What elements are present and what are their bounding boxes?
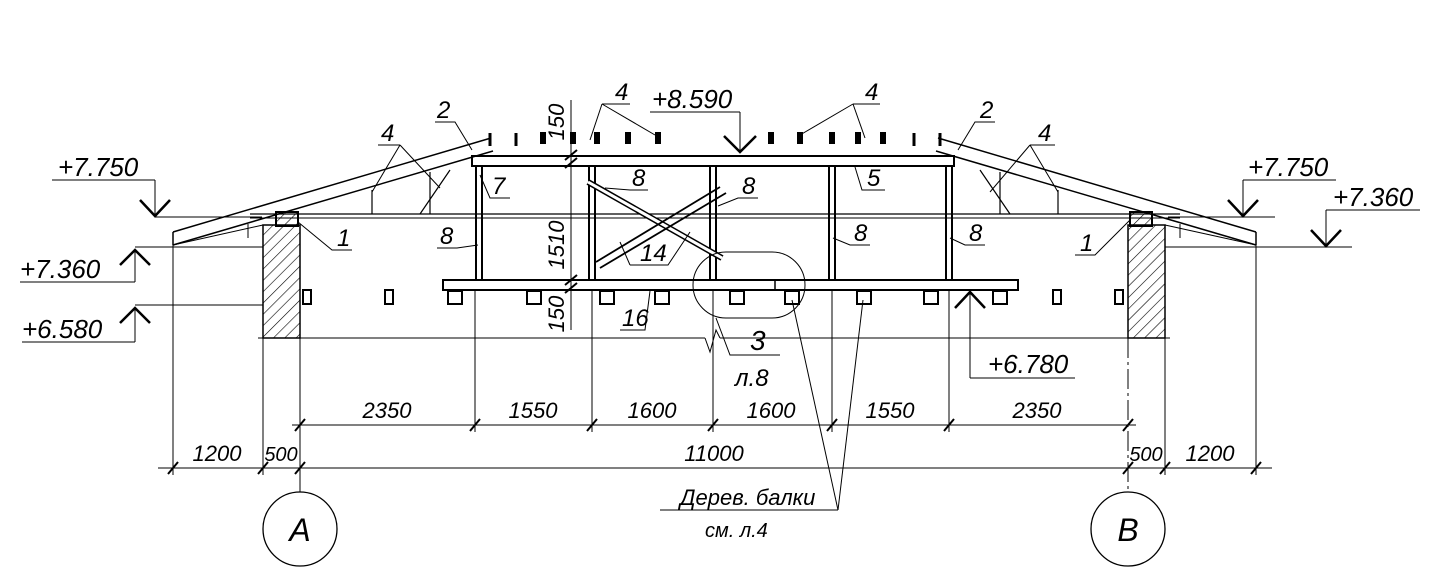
floor-joists: [302, 289, 1124, 305]
pos-16: 16: [622, 305, 649, 332]
pos-1-right: 1: [1080, 230, 1093, 257]
axis-b: B: [1090, 491, 1166, 567]
pos-8-a: 8: [632, 165, 646, 192]
pos-1-left: 1: [337, 225, 350, 252]
elevation-ridge: +8.590: [650, 84, 757, 154]
elevation-eave-right-label: +7.750: [1248, 152, 1329, 182]
vdim-1510: 1510: [544, 220, 569, 270]
dimension-row-2: 1200 500 11000 500 1200: [158, 441, 1272, 475]
vdim-150-bottom: 150: [544, 295, 569, 332]
pos-4-top-right: 4: [865, 79, 878, 106]
roof-battens: [540, 132, 886, 144]
dim-1550-right: 1550: [866, 398, 916, 423]
pos-14: 14: [640, 240, 667, 267]
elevation-wall-left-label: +7.360: [20, 254, 101, 284]
elevation-ridge-label: +8.590: [652, 84, 733, 114]
pos-4-right-slope: 4: [1038, 120, 1051, 147]
dim-2350-left: 2350: [362, 398, 413, 423]
beams-note: Дерев. балки см. л.4: [660, 299, 864, 542]
beams-note-line1: Дерев. балки: [677, 485, 815, 510]
elevation-wall-left: +7.360: [20, 246, 263, 284]
callout-sheet: л.8: [733, 365, 769, 392]
vertical-dimensions: 150 1510 150: [544, 100, 578, 332]
pos-4-top-left: 4: [615, 79, 628, 106]
elevation-wall-right: +7.360: [1165, 182, 1420, 248]
elevation-ceiling-left: +6.580: [22, 304, 263, 344]
roof: [172, 133, 1257, 246]
detail-callout: 3 л.8: [692, 251, 806, 392]
dim-1550-left: 1550: [509, 398, 559, 423]
dim-1200-left: 1200: [193, 441, 243, 466]
vdim-150-top: 150: [544, 103, 569, 140]
grid-lines: [172, 245, 1257, 492]
pos-2-left: 2: [436, 97, 450, 124]
elevation-floor-right: +6.780: [954, 290, 1075, 379]
dim-2350-right: 2350: [1012, 398, 1063, 423]
pos-8-d: 8: [854, 220, 868, 247]
dim-500-left: 500: [264, 444, 297, 466]
pos-5: 5: [867, 165, 881, 192]
elevation-ceiling-left-label: +6.580: [22, 314, 103, 344]
dim-1200-right: 1200: [1186, 441, 1236, 466]
pos-8-b: 8: [742, 173, 756, 200]
callout-number: 3: [750, 325, 766, 356]
beams-note-line2: см. л.4: [705, 520, 768, 542]
leaders: [297, 103, 1131, 331]
pos-8-e: 8: [969, 220, 983, 247]
right-wall: [1127, 224, 1166, 339]
upper-frame: [442, 155, 1019, 291]
elevation-floor-right-label: +6.780: [988, 349, 1069, 379]
axis-a: A: [262, 491, 338, 567]
position-numbers: 4 4 4 4 2 2 1 1 7 5 8 8 8 8 8 14 16: [337, 79, 1093, 332]
elevation-eave-left-label: +7.750: [58, 152, 139, 182]
left-wall: [262, 224, 301, 339]
elevation-wall-right-label: +7.360: [1333, 182, 1414, 212]
dim-1600-right: 1600: [747, 398, 797, 423]
elevation-eave-left: +7.750: [52, 152, 262, 218]
dimension-row-1: 2350 1550 1600 1600 1550 2350: [292, 398, 1136, 432]
dim-500-right: 500: [1129, 444, 1162, 466]
pos-4-left-slope: 4: [381, 120, 394, 147]
elevation-eave-right: +7.750: [1168, 152, 1336, 218]
dim-11000: 11000: [684, 441, 744, 466]
pos-8-c: 8: [440, 223, 454, 250]
axis-b-label: B: [1117, 512, 1138, 548]
dim-1600-left: 1600: [628, 398, 678, 423]
pos-7: 7: [492, 173, 507, 200]
pos-2-right: 2: [979, 97, 993, 124]
axis-a-label: A: [287, 512, 310, 548]
